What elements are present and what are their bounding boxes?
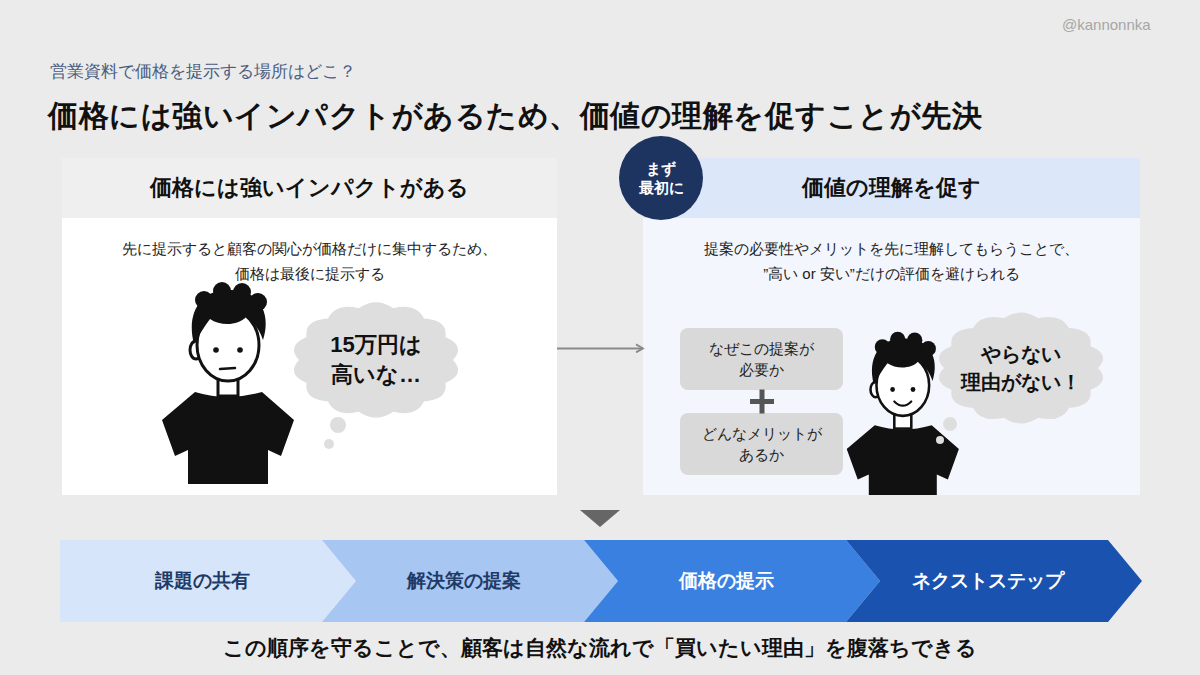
chevron-outline xyxy=(60,540,356,622)
step-label: 課題の共有 xyxy=(155,568,262,594)
happy-customer-group xyxy=(847,332,959,495)
plus-symbol xyxy=(750,399,774,404)
cloud-outline xyxy=(294,302,458,417)
down-triangle xyxy=(580,510,620,527)
slide-title: 価格には強いインパクトがあるため、価値の理解を促すことが先決 xyxy=(48,96,982,137)
reason-text: どんなメリットが あるか xyxy=(692,423,832,465)
panel-heading: 価格には強いインパクトがある xyxy=(62,158,557,218)
step-label: 解決策の提案 xyxy=(407,568,533,594)
thought-text: やらない 理由がない！ xyxy=(955,340,1087,396)
thought-bubble: やらない 理由がない！ xyxy=(935,308,1107,428)
shape-outline xyxy=(935,308,1107,428)
reason-text: なぜこの提案が 必要か xyxy=(692,338,832,380)
shape-outline xyxy=(290,298,462,422)
smile-mouth xyxy=(894,401,911,405)
thought-bubble: 15万円は 高いな… xyxy=(290,298,462,422)
step-label: 価格の提示 xyxy=(679,568,786,594)
eyebrow-question: 営業資料で価格を提示する場所はどこ？ xyxy=(50,60,356,83)
process-step-chevron: ネクストステップ xyxy=(846,540,1142,622)
chevron-outline xyxy=(584,540,880,622)
cloud-outline xyxy=(939,313,1103,424)
watermark: @kannonnka xyxy=(1062,16,1151,33)
flow-arrow xyxy=(557,347,643,349)
explanation-panel: 価値の理解を促す提案の必要性やメリットを先に理解してもらうことで、 ”高い or… xyxy=(643,158,1140,495)
person-figure xyxy=(847,332,959,495)
panel-body-text: 提案の必要性やメリットを先に理解してもらうことで、 ”高い or 安い”だけの評… xyxy=(696,236,1088,286)
thought-trail xyxy=(943,417,957,431)
plus-symbol xyxy=(760,390,765,414)
process-step-chevron: 課題の共有 xyxy=(60,540,356,622)
first-badge: まず 最初に xyxy=(619,136,703,220)
process-step-chevron: 価格の提示 xyxy=(584,540,880,622)
explanation-panel: 価格には強いインパクトがある先に提示すると顧客の関心が価格だけに集中するため、 … xyxy=(62,158,557,495)
chevron-outline xyxy=(846,540,1142,622)
panel-body-text: 先に提示すると顧客の関心が価格だけに集中するため、 価格は最後に提示する xyxy=(114,236,506,286)
reason-box: どんなメリットが あるか xyxy=(680,413,843,475)
thought-trail xyxy=(330,417,346,433)
happy-customer xyxy=(847,332,959,495)
process-step-chevron: 解決策の提案 xyxy=(322,540,618,622)
thought-trail xyxy=(324,439,334,449)
panel-heading: 価値の理解を促す xyxy=(643,158,1140,218)
badge-text: まず 最初に xyxy=(631,159,691,197)
thought-text: 15万円は 高いな… xyxy=(316,330,436,390)
neutral-mouth xyxy=(220,368,235,369)
reason-box: なぜこの提案が 必要か xyxy=(680,328,843,390)
worried-customer xyxy=(162,282,294,484)
slide-caption: この順序を守ることで、顧客は自然な流れで「買いたい理由」を腹落ちできる xyxy=(0,634,1200,662)
chevron-outline xyxy=(322,540,618,622)
step-label: ネクストステップ xyxy=(912,568,1076,594)
thought-trail xyxy=(936,436,944,444)
